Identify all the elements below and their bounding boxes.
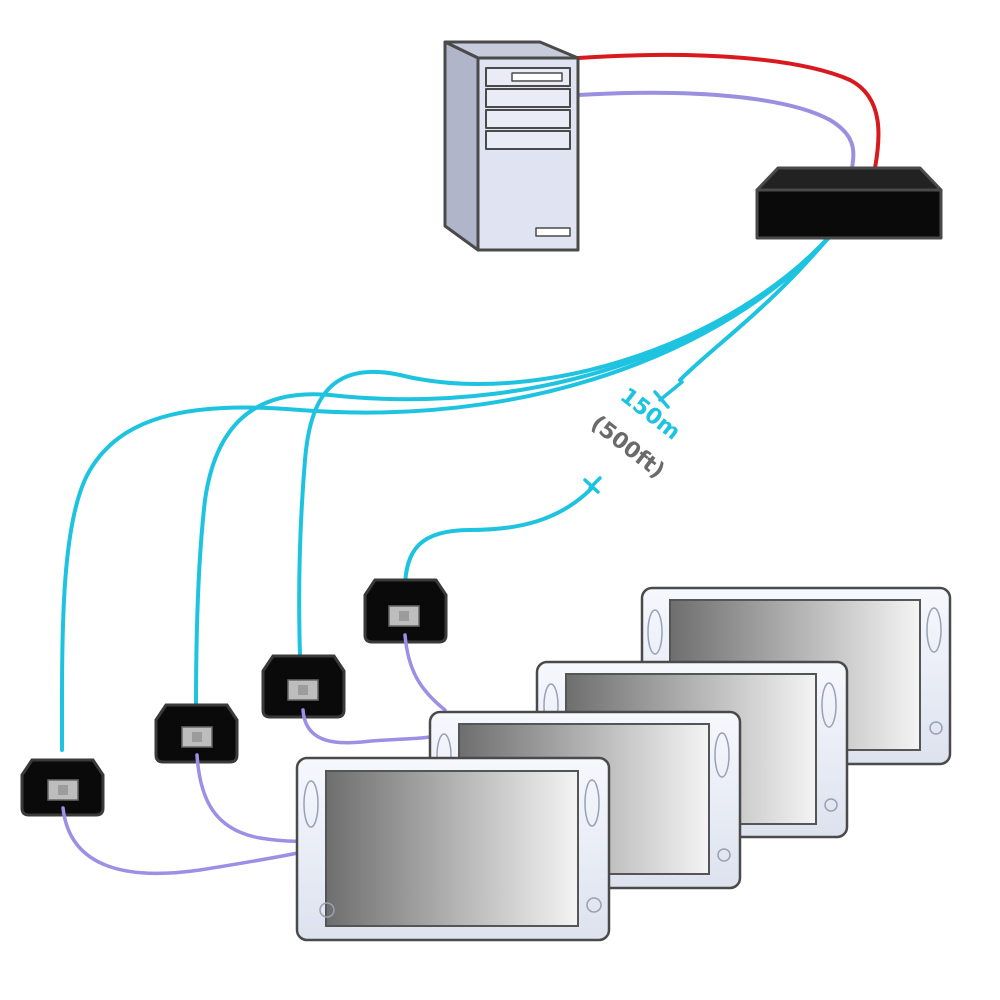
receiver-1 [20,758,105,817]
cat-cable-3 [297,216,847,657]
red-cable [576,52,881,170]
distance-marker [583,380,684,494]
cat-cable-1 [59,216,847,752]
violet-cable [576,90,856,170]
cat-cable-4b [403,486,594,592]
cat-cables [59,216,847,752]
receiver-3 [261,654,346,719]
receiver-4 [363,578,448,644]
extender-transmitter-icon [755,166,943,240]
source-cables [576,52,881,170]
receiver-2 [154,703,239,764]
pc-tower-icon [443,40,580,252]
monitor-1 [295,756,611,942]
receiver-video-cables [61,633,447,876]
cat-cable-4 [678,216,847,382]
